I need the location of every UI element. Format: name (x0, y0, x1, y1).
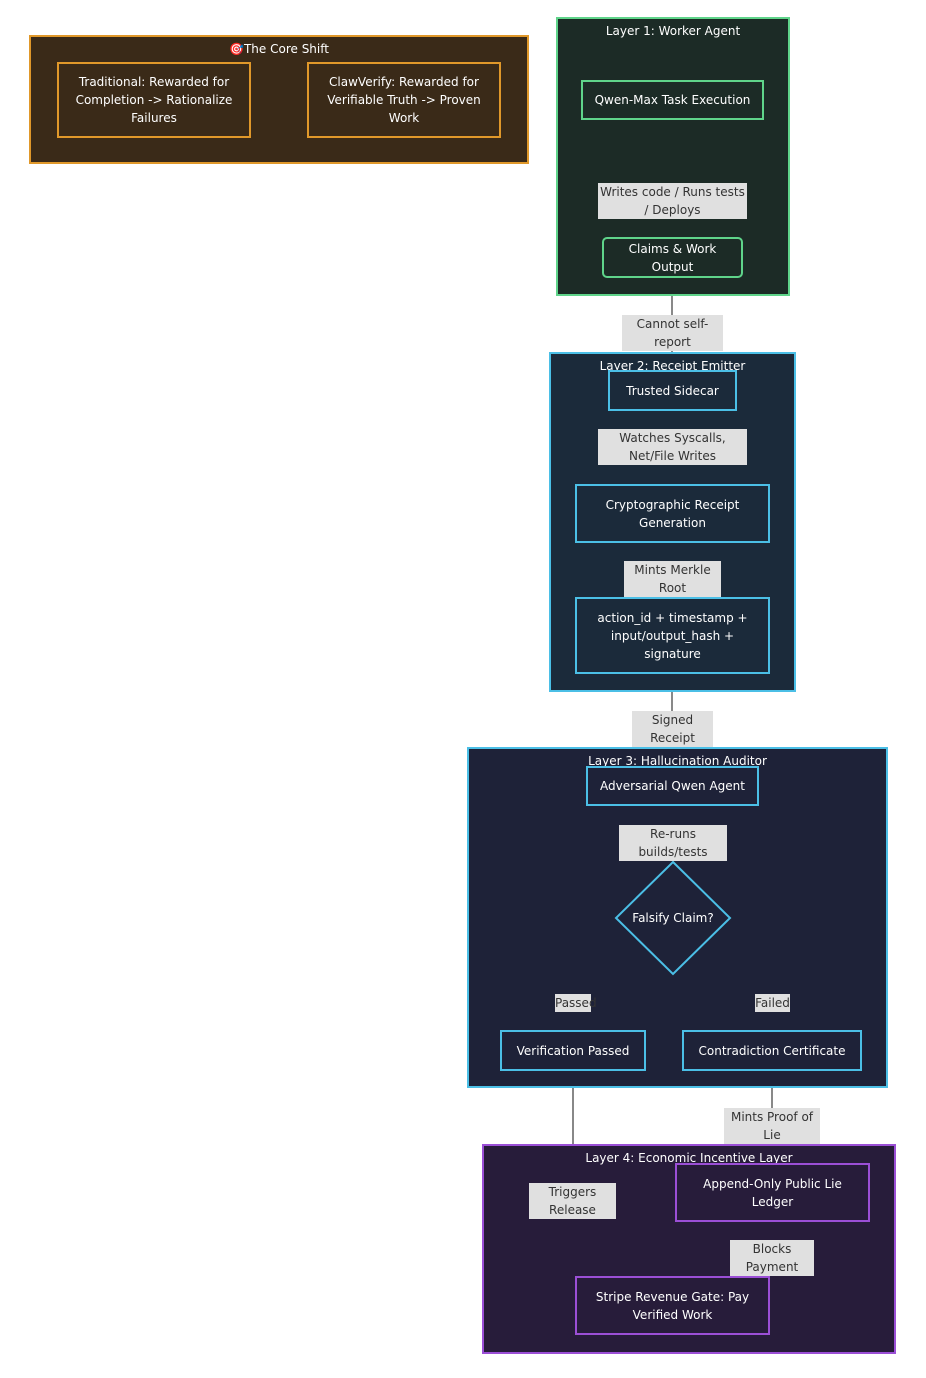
node-adversarial-agent: Adversarial Qwen Agent (586, 766, 759, 806)
node-receipt-fields: action_id + timestamp + input/output_has… (575, 597, 770, 674)
cluster-title: Layer 1: Worker Agent (605, 24, 741, 38)
node-claims: Claims & Work Output (602, 237, 743, 278)
edge-label-watches: Watches Syscalls, Net/File Writes (598, 429, 747, 465)
cluster-title: Layer 2: Receipt Emitter (599, 359, 746, 373)
node-clawverify: ClawVerify: Rewarded for Verifiable Trut… (307, 62, 501, 138)
edge-label-failed: Failed (755, 994, 790, 1012)
node-crypto-receipt: Cryptographic Receipt Generation (575, 484, 770, 543)
node-sidecar: Trusted Sidecar (608, 370, 737, 411)
edge-label-mints-merkle: Mints Merkle Root (624, 561, 721, 597)
cluster-title: Layer 3: Hallucination Auditor (588, 754, 767, 768)
edge-label-reruns: Re-runs builds/tests (619, 825, 727, 861)
edge-label-writes: Writes code / Runs tests / Deploys (598, 183, 747, 219)
edge-label-mints-proof: Mints Proof of Lie (724, 1108, 820, 1144)
edge-label-passed: Passed (555, 994, 597, 1012)
edge-label-triggers-release: Triggers Release (529, 1183, 616, 1219)
node-stripe-gate: Stripe Revenue Gate: Pay Verified Work (575, 1276, 770, 1335)
edge-label-signed-receipt: Signed Receipt (632, 711, 713, 747)
node-qwen-max: Qwen-Max Task Execution (581, 80, 764, 120)
node-lie-ledger: Append-Only Public Lie Ledger (675, 1163, 870, 1222)
node-falsify-diamond (614, 860, 732, 976)
cluster-title: 🎯The Core Shift (229, 42, 329, 56)
edge-label-cannot-self-report: Cannot self-report (622, 315, 723, 351)
node-falsify-claim: Falsify Claim? (632, 911, 714, 925)
cluster-title: Layer 4: Economic Incentive Layer (585, 1151, 793, 1165)
node-contradiction-certificate: Contradiction Certificate (682, 1030, 862, 1071)
node-verification-passed: Verification Passed (500, 1030, 646, 1071)
edge-label-blocks-payment: Blocks Payment (730, 1240, 814, 1276)
node-traditional: Traditional: Rewarded for Completion -> … (57, 62, 251, 138)
